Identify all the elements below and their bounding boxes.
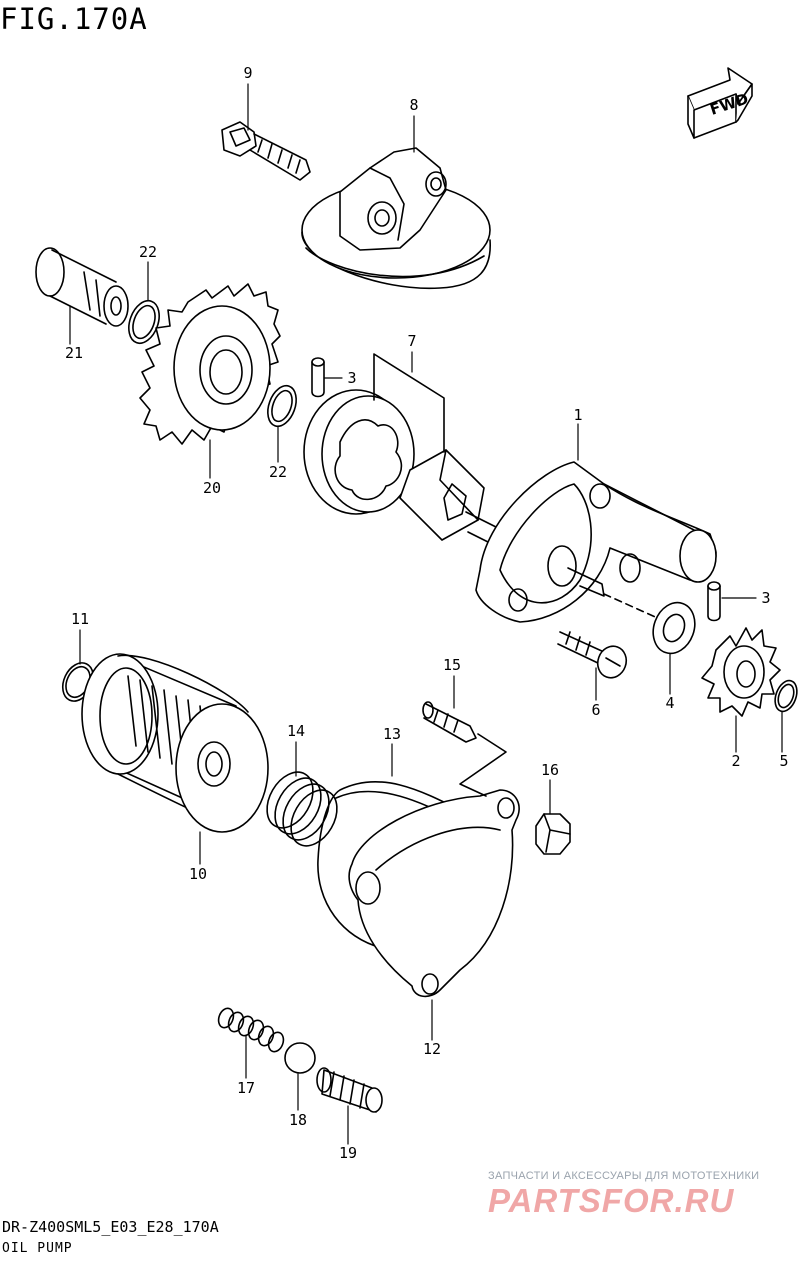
part-3a-pin [311,357,325,398]
part-22a-circlip [128,299,160,345]
part-10-oil-filter [81,653,269,833]
figure-code: DR-Z400SML5_E03_E28_170A [2,1218,219,1236]
part-number-19[interactable]: 19 [338,1144,358,1162]
part-number-16[interactable]: 16 [540,761,560,779]
part-15-stud [422,701,507,797]
figure-title: FIG.170A [0,2,148,36]
part-number-14[interactable]: 14 [286,722,306,740]
part-number-21[interactable]: 21 [64,344,84,362]
part-5-circlip [774,679,798,713]
part-number-7[interactable]: 7 [407,332,417,350]
part-number-18[interactable]: 18 [288,1111,308,1129]
watermark-brand: PARTSFOR.RU [488,1182,735,1219]
part-18-ball [284,1042,316,1074]
part-3b-pin [707,581,721,622]
part-number-3b[interactable]: 3 [761,589,771,607]
part-number-12[interactable]: 12 [422,1040,442,1058]
part-number-11[interactable]: 11 [70,610,90,628]
part-number-22a[interactable]: 22 [138,243,158,261]
part-22b-circlip [267,384,297,428]
part-number-10[interactable]: 10 [188,865,208,883]
part-12-filter-cover [348,789,520,998]
part-16-nut [535,813,571,855]
leader-lines [69,83,783,1145]
part-9-bolt [221,121,311,181]
part-17-spring [217,1007,285,1053]
part-number-22b[interactable]: 22 [268,463,288,481]
part-number-4[interactable]: 4 [665,694,675,712]
part-number-20[interactable]: 20 [202,479,222,497]
part-number-1[interactable]: 1 [573,406,583,424]
fwd-arrow-icon: FWD [687,67,753,139]
part-number-2[interactable]: 2 [731,752,741,770]
part-number-8[interactable]: 8 [409,96,419,114]
part-14-spring [266,771,338,847]
part-21-shaft [35,247,129,327]
part-8-strainer-cap [301,147,491,290]
part-number-3a[interactable]: 3 [347,369,357,387]
part-4-washer [652,601,696,655]
part-number-9[interactable]: 9 [243,64,253,82]
part-7-rotor-set [303,353,485,541]
part-number-15[interactable]: 15 [442,656,462,674]
part-number-5[interactable]: 5 [779,752,789,770]
part-1-pump-body [465,461,717,623]
part-number-6[interactable]: 6 [591,701,601,719]
part-19-plug [316,1067,383,1113]
part-number-17[interactable]: 17 [236,1079,256,1097]
watermark-tagline: ЗАПЧАСТИ И АКСЕССУАРЫ ДЛЯ МОТОТЕХНИКИ [488,1170,760,1182]
figure-caption: OIL PUMP [2,1241,73,1256]
part-6-screw [557,631,628,679]
part-number-13[interactable]: 13 [382,725,402,743]
part-2-small-gear [701,627,781,717]
part-20-gear [139,283,281,445]
